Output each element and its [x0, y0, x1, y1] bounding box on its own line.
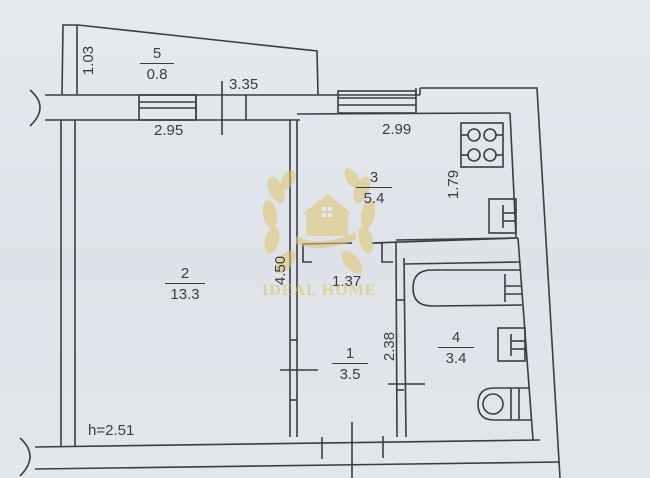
- room-2-area: 13.3: [170, 286, 200, 303]
- room-4-number: 4: [438, 330, 474, 348]
- room-5-area: 0.8: [146, 66, 168, 83]
- watermark-emblem: [262, 168, 376, 274]
- dim-balcony-depth: 1.03: [80, 45, 98, 76]
- room-2-label: 2 13.3: [165, 266, 205, 302]
- dim-kitchen-width: 2.99: [382, 121, 412, 138]
- dim-room2-width: 2.95: [154, 122, 184, 139]
- stove-icon: [460, 122, 504, 168]
- dim-room2-length: 4.50: [272, 255, 290, 286]
- watermark-window: [322, 207, 332, 217]
- room-1-label: 1 3.5: [332, 346, 368, 382]
- dim-hall-length: 2.38: [381, 331, 399, 362]
- dim-hall-width: 1.37: [332, 273, 362, 290]
- watermark-text: IDEAL HOME: [262, 282, 377, 299]
- bathroom-sink-icon: [497, 327, 526, 362]
- room-5-label: 5 0.8: [140, 46, 174, 82]
- room-4-label: 4 3.4: [438, 330, 474, 366]
- room-4-area: 3.4: [445, 350, 467, 367]
- room-3-area: 5.4: [363, 190, 385, 207]
- window-icon-top-left: [138, 94, 197, 121]
- dim-kitchen-depth: 1.79: [445, 169, 463, 200]
- door-icon-balcony: [195, 81, 247, 135]
- room-3-number: 3: [356, 170, 392, 188]
- balcony-outline: [61, 24, 319, 96]
- room-1-number: 1: [332, 346, 368, 364]
- room-5-number: 5: [140, 46, 174, 64]
- room-1-area: 3.5: [339, 366, 361, 383]
- dim-overall-top: 3.35: [229, 76, 259, 93]
- bottom-wall: [19, 422, 561, 478]
- bathtub-icon: [412, 269, 523, 307]
- left-wall: [60, 120, 76, 447]
- hall-outline: [302, 242, 425, 438]
- room-2-number: 2: [165, 266, 205, 284]
- kitchen-sink-icon: [488, 198, 517, 234]
- room-3-label: 3 5.4: [356, 170, 392, 206]
- ceiling-height-label: h=2.51: [88, 422, 135, 439]
- toilet-icon: [477, 387, 531, 421]
